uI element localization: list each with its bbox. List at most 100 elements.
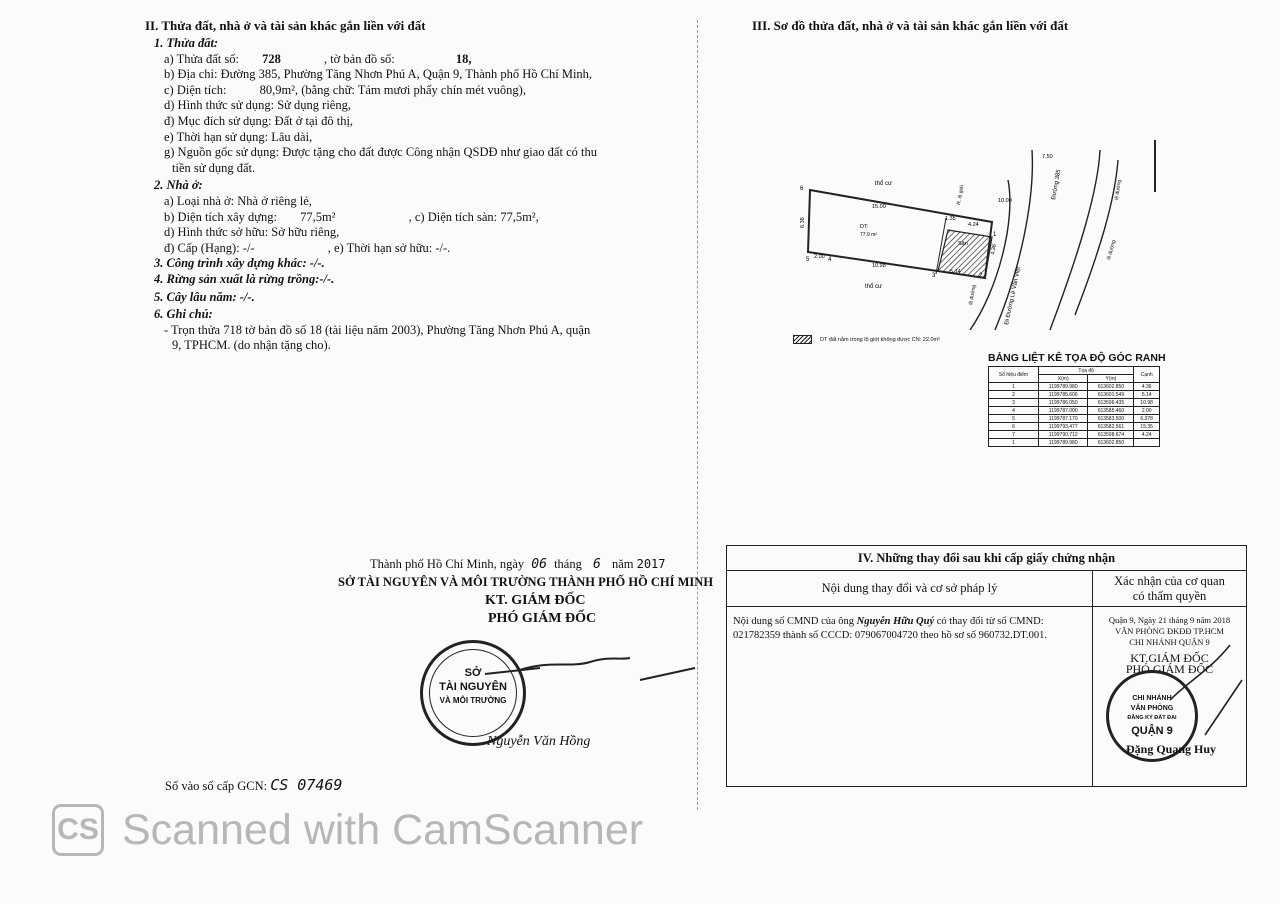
- signer-name: Nguyễn Văn Hồng: [487, 734, 591, 749]
- changes-content-col: Nội dung thay đổi và cơ sở pháp lý Nội d…: [727, 571, 1093, 787]
- corner-3: 3: [932, 273, 936, 279]
- coord-cell: 1199789.980: [1037, 382, 1089, 391]
- other-construction: 3. Công trình xây dựng khác: -/-.: [154, 256, 325, 271]
- coord-header-x: X(m): [1037, 374, 1089, 383]
- coord-cell: 613582.561: [1087, 422, 1135, 431]
- coord-cell: 1199786.050: [1037, 398, 1089, 407]
- coord-cell: 1199790.712: [1037, 430, 1089, 439]
- corner-5: 5: [806, 257, 810, 263]
- dim-4: 4.24: [968, 222, 979, 228]
- land-use-form: d) Hình thức sử dụng: Sử dụng riêng,: [164, 98, 351, 113]
- label-le-duong-2: lề đường: [1114, 179, 1123, 200]
- coord-cell: 1199785.606: [1037, 390, 1089, 399]
- coord-cell: 4.24: [1133, 430, 1160, 439]
- coord-cell: 2.00: [1133, 406, 1160, 415]
- plot-diagram: thổ cư thổ cư DT: 77.9 m² Sân Đường 385 …: [800, 140, 1156, 330]
- map-sheet-number: 18,: [455, 51, 472, 66]
- corner-4: 4: [828, 257, 832, 263]
- diagram-legend: DT đất nằm trong lộ giới không được CN: …: [793, 335, 940, 344]
- coord-table-title: BẢNG LIỆT KÊ TỌA ĐỘ GÓC RANH: [988, 352, 1166, 364]
- gcn-register: Số vào sổ cấp GCN: CS 07469: [165, 776, 343, 794]
- road-edge-1: [969, 179, 1011, 330]
- dim-3: 5.14: [950, 269, 961, 275]
- coord-cell: 6: [988, 422, 1039, 431]
- land-area-line: c) Diện tích: 80,9m², (bằng chữ: Tám mươ…: [164, 82, 526, 97]
- gcn-number: CS 07469: [270, 776, 343, 794]
- section-iii-title: III. Sơ đồ thửa đất, nhà ở và tài sản kh…: [752, 18, 1069, 33]
- dim-1: 10.98: [872, 263, 886, 269]
- coord-cell: 1199789.980: [1037, 438, 1089, 447]
- land-origin: g) Nguồn gốc sử dụng: Được tặng cho đất …: [164, 145, 597, 160]
- coord-cell: 1: [988, 382, 1039, 391]
- changes-box: IV. Những thay đổi sau khi cấp giấy chứn…: [726, 545, 1247, 787]
- land-address: b) Địa chỉ: Đường 385, Phường Tăng Nhơn …: [164, 67, 593, 82]
- dim-6: 6.38: [800, 217, 806, 228]
- confirm-signer: Đặng Quang Huy: [1126, 742, 1217, 756]
- issue-date: Thành phố Hồ Chí Minh, ngày 06 tháng 6 n…: [370, 557, 666, 572]
- official-stamp: SỞ TÀI NGUYÊN VÀ MÔI TRƯỜNG: [420, 640, 526, 746]
- changes-title: IV. Những thay đổi sau khi cấp giấy chứn…: [727, 546, 1246, 571]
- dim-0: 15.00: [872, 204, 886, 210]
- corner-6: 6: [800, 186, 804, 192]
- coord-header-edge: Cạnh: [1133, 366, 1160, 383]
- label-road-385: Đường 385: [1051, 168, 1062, 200]
- dim-8: 7.50: [1042, 154, 1053, 160]
- coord-header-y: Y(m): [1087, 374, 1135, 383]
- coord-cell: 613585.460: [1087, 406, 1135, 415]
- coord-cell: 4: [988, 406, 1039, 415]
- stamp-inner-ring: [429, 649, 517, 737]
- notes-line-2: 9, TPHCM. (do nhận tặng cho).: [172, 338, 331, 353]
- coord-cell: 613601.549: [1087, 390, 1135, 399]
- signer-role-1: KT. GIÁM ĐỐC: [485, 593, 586, 608]
- camscanner-logo: CS: [52, 804, 104, 856]
- road-edge-4: [1074, 159, 1119, 316]
- coord-cell: 5.14: [1133, 390, 1160, 399]
- signature-scribble: [484, 657, 696, 681]
- notes-line-1: - Trọn thửa 718 tờ bản đồ số 18 (tài liệ…: [164, 322, 591, 337]
- dim-9: 4.36: [990, 244, 998, 256]
- coord-cell: 1199787.170: [1037, 414, 1089, 423]
- land-use-term: e) Thời hạn sử dụng: Lâu dài,: [164, 129, 313, 144]
- changes-col1-header: Nội dung thay đổi và cơ sở pháp lý: [727, 571, 1092, 607]
- section-ii-title: II. Thửa đất, nhà ở và tài sản khác gắn …: [145, 18, 426, 33]
- notes-heading: 6. Ghi chú:: [154, 307, 213, 322]
- land-heading: 1. Thửa đất:: [154, 36, 219, 50]
- dim-2: 2.00: [814, 254, 825, 260]
- coord-header-point: Số hiệu điểm: [988, 366, 1039, 383]
- branch-stamp: CHI NHÁNH VĂN PHÒNG ĐĂNG KÝ ĐẤT ĐAI QUẬN…: [1106, 670, 1198, 762]
- dim-5: 1.35: [945, 216, 956, 222]
- coord-cell: 7: [988, 430, 1039, 439]
- house-build-area: 77,5m²: [300, 209, 336, 224]
- label-tho-cu-top: thổ cư: [875, 180, 892, 187]
- legend-text: DT đất nằm trong lộ giới không được CN: …: [820, 336, 940, 343]
- coord-cell: 3: [988, 398, 1039, 407]
- changes-content: Nội dung số CMND của ông Nguyễn Hữu Quý …: [733, 616, 1047, 641]
- coord-cell: 613583.500: [1087, 414, 1135, 423]
- issuing-org: SỞ TÀI NGUYÊN VÀ MÔI TRƯỜNG THÀNH PHỐ HỒ…: [338, 575, 714, 589]
- changes-person: Nguyễn Hữu Quý: [856, 616, 935, 627]
- road-edge-3: [1049, 149, 1101, 330]
- coord-cell: 1199793.477: [1037, 422, 1089, 431]
- page-fold-line: [697, 20, 698, 810]
- house-ownership: d) Hình thức sở hữu: Sở hữu riêng,: [164, 225, 340, 240]
- corner-1: 1: [993, 232, 997, 238]
- land-number: 728: [262, 51, 281, 66]
- dim-7: 10.00: [998, 198, 1012, 204]
- house-heading: 2. Nhà ở:: [154, 178, 203, 193]
- house-type: a) Loại nhà ở: Nhà ở riêng lẻ,: [164, 193, 312, 208]
- label-san: Sân: [958, 241, 968, 247]
- coord-cell: 10.98: [1133, 398, 1160, 407]
- label-area: 77.9 m²: [860, 232, 877, 238]
- label-le-duong-3: lề đường: [1106, 239, 1117, 260]
- house-area-line: b) Diện tích xây dựng: 77,5m² , c) Diện …: [164, 209, 539, 224]
- coord-cell: 2: [988, 390, 1039, 399]
- label-road-le-van-viet: Đi Đường Lê Văn Việt: [1004, 266, 1022, 325]
- coord-cell: 4.36: [1133, 382, 1160, 391]
